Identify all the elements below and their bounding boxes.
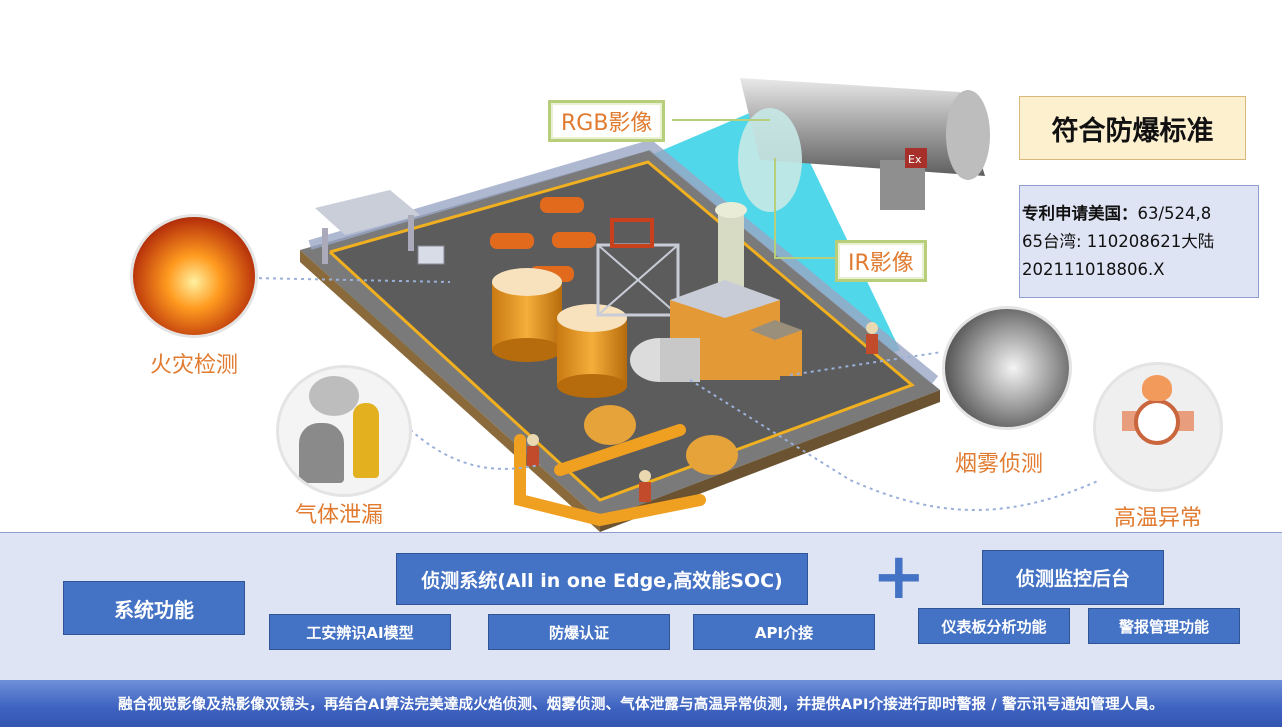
plant-illustration: Ex — [251, 78, 1101, 532]
smoke-detection-label: 烟雾侦测 — [955, 452, 1044, 477]
connector-lines — [251, 277, 1101, 511]
dashboard-analysis-button[interactable]: 仪表板分析功能 — [918, 608, 1070, 644]
ex-badge: Ex — [908, 153, 922, 166]
explosion-proof-standard: 符合防爆标准 — [1019, 96, 1246, 160]
explosion-proof-camera: Ex — [738, 78, 990, 212]
pipelines — [514, 424, 706, 527]
illustration-area: Ex 火灾检测 气体泄漏 烟雾侦测 高温异常 RGB影像 IR影像 符合防爆标准… — [130, 78, 1259, 532]
footer-description: 融合视觉影像及热影像双镜头，再结合AI算法完美達成火焰侦测、烟雾侦测、气体泄露与… — [0, 680, 1282, 727]
fire-detection-image — [130, 214, 258, 338]
gas-leak-label: 气体泄漏 — [295, 503, 384, 528]
ir-image-tag: IR影像 — [835, 240, 927, 282]
patent-cn-number: 202111018806.X — [1022, 260, 1165, 279]
plus-sign: + — [872, 540, 926, 614]
monitoring-backend-button[interactable]: 侦测监控后台 — [982, 550, 1164, 605]
system-panel: 系统功能 侦测系统(All in one Edge,高效能SOC) + 侦测监控… — [0, 532, 1282, 681]
rgb-image-tag: RGB影像 — [548, 100, 666, 142]
ai-model-button[interactable]: 工安辨识AI模型 — [269, 614, 451, 650]
high-temp-icon — [1093, 362, 1223, 492]
explosion-cert-button[interactable]: 防爆认证 — [488, 614, 670, 650]
api-button[interactable]: API介接 — [693, 614, 875, 650]
patent-tw-cn: 65台湾: 110208621大陆 — [1022, 232, 1215, 251]
patent-title: 专利申请美国： — [1022, 204, 1138, 223]
patent-us: 63/524,8 — [1137, 204, 1212, 223]
system-function-button[interactable]: 系统功能 — [63, 581, 245, 635]
gas-leak-image — [276, 365, 412, 497]
alarm-management-button[interactable]: 警报管理功能 — [1088, 608, 1240, 644]
detection-system-button[interactable]: 侦测系统(All in one Edge,高效能SOC) — [396, 553, 808, 605]
storage-tanks — [492, 268, 627, 398]
fire-detection-label: 火灾检测 — [150, 353, 239, 378]
smoke-detection-image — [942, 306, 1072, 430]
high-temp-label: 高温异常 — [1114, 506, 1203, 531]
patent-info: 专利申请美国：63/524,8 65台湾: 110208621大陆 202111… — [1019, 185, 1259, 298]
